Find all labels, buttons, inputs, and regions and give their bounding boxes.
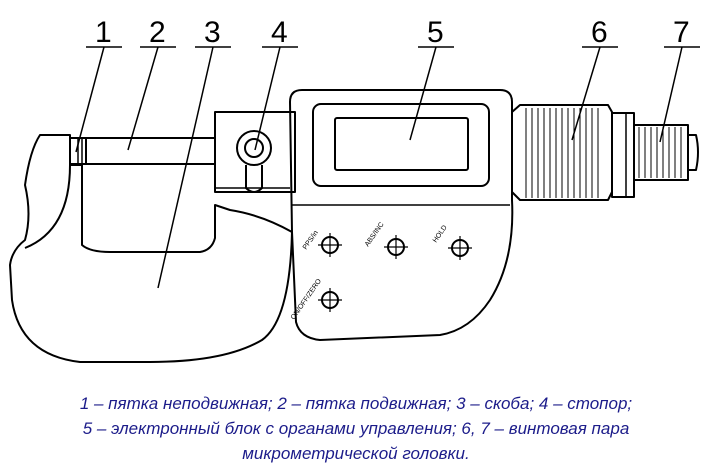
button-label-hold: HOLD bbox=[432, 224, 449, 244]
label-5: 5 bbox=[427, 16, 444, 49]
ratchet-cap bbox=[687, 134, 699, 171]
lock-icon bbox=[236, 130, 272, 193]
ratchet bbox=[633, 124, 689, 181]
frame-inner-curve bbox=[24, 164, 71, 249]
display-outer bbox=[312, 103, 490, 187]
caption-line-3: микрометрической головки. bbox=[242, 444, 470, 463]
sleeve bbox=[214, 111, 296, 193]
thimble bbox=[511, 104, 613, 201]
spindle bbox=[85, 137, 216, 165]
thimble-neck bbox=[611, 112, 635, 198]
button-hold-icon bbox=[448, 236, 472, 260]
caption-line-1: 1 – пятка неподвижная; 2 – пятка подвижн… bbox=[79, 394, 633, 413]
frame-outline bbox=[9, 134, 293, 363]
label-1: 1 bbox=[95, 16, 112, 49]
leader-lines bbox=[75, 46, 700, 289]
thimble-knurl bbox=[525, 108, 599, 198]
label-6: 6 bbox=[591, 16, 608, 49]
label-2: 2 bbox=[149, 16, 166, 49]
button-onoff-icon bbox=[318, 288, 342, 312]
label-7: 7 bbox=[673, 16, 690, 49]
button-label-abs: ABS/INC bbox=[364, 221, 386, 248]
display-screen bbox=[334, 117, 469, 171]
electronic-unit bbox=[289, 89, 514, 341]
button-label-pps: PPS/in bbox=[302, 230, 320, 252]
ratchet-knurl bbox=[638, 127, 682, 178]
button-pps-icon bbox=[318, 233, 342, 257]
micrometer-diagram: 1 2 3 4 5 6 7 PPS/in ABS/INC HOLD ON/OFF… bbox=[9, 16, 700, 363]
label-4: 4 bbox=[271, 16, 288, 49]
caption-line-2: 5 – электронный блок с органами управлен… bbox=[82, 419, 630, 438]
button-abs-icon bbox=[384, 235, 408, 259]
label-3: 3 bbox=[204, 16, 221, 49]
